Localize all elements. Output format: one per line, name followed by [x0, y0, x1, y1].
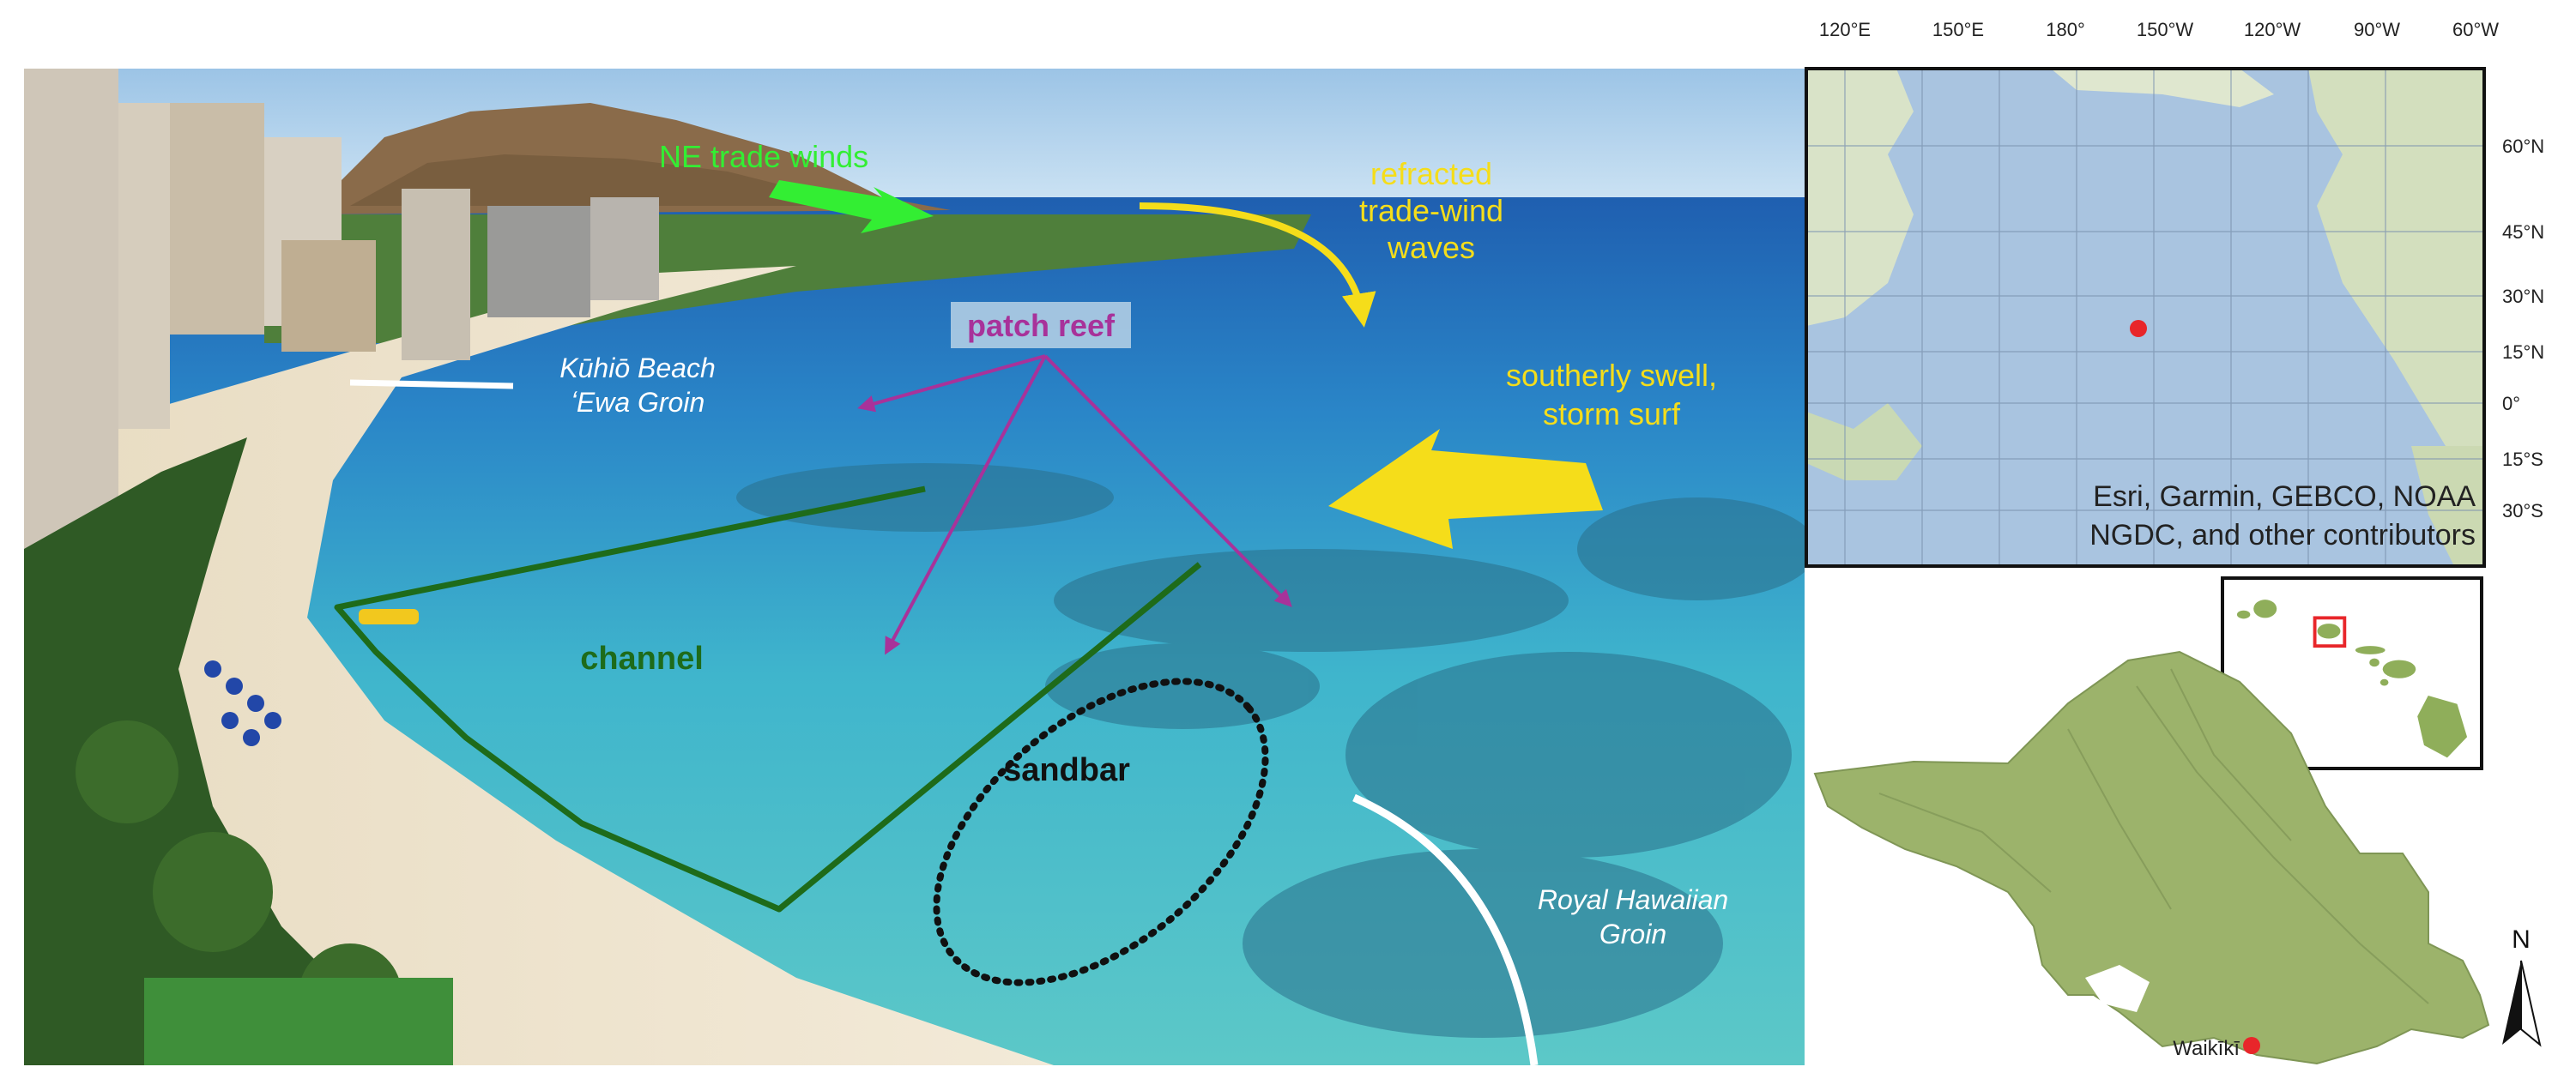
lat-label: 30°N	[2502, 286, 2544, 307]
oahu-landmass	[1813, 650, 2490, 1065]
label-ne-trade-winds: NE trade winds	[659, 139, 868, 174]
patch-reef-arrow-west	[857, 354, 1046, 413]
latitude-labels: 60°N 45°N 30°N 15°N 0° 15°S 30°S	[2502, 136, 2544, 521]
catamaran	[359, 609, 419, 624]
north-arrow: N	[2502, 925, 2542, 1047]
lat-label: 0°	[2502, 393, 2520, 414]
asia-landmass	[1806, 69, 1914, 326]
label-refracted-waves: refracted trade-wind waves	[1359, 156, 1503, 265]
sandbar-outline	[933, 678, 1269, 986]
beach-sand	[24, 266, 1054, 1065]
lon-label: 120°W	[2244, 19, 2301, 40]
longitude-labels: 120°E 150°E 180° 150°W 120°W 90°W 60°W	[1819, 19, 2499, 40]
reef-patches	[736, 463, 1805, 1038]
patch-reef-arrow-south	[885, 355, 1047, 655]
label-southerly-swell: southerly swell, storm surf	[1506, 358, 1717, 431]
lat-label: 15°S	[2502, 449, 2543, 470]
label-southerly-line1: southerly swell,	[1506, 358, 1717, 393]
lon-label: 180°	[2046, 19, 2085, 40]
label-royal-hawaiian-groin: Royal Hawaiian Groin	[1538, 884, 1728, 949]
map-frame: Esri, Garmin, GEBCO, NOAA NGDC, and othe…	[1805, 67, 2486, 568]
big-island	[2417, 696, 2468, 758]
label-kuhio-line1: Kūhiō Beach	[559, 353, 715, 383]
label-kuhio-groin: Kūhiō Beach ʻEwa Groin	[559, 353, 715, 418]
refracted-waves-arrow	[1139, 202, 1376, 328]
lon-label: 60°W	[2452, 19, 2499, 40]
lanai-island	[2369, 658, 2379, 667]
label-refracted-line2: trade-wind	[1359, 193, 1503, 228]
lat-label: 45°N	[2502, 221, 2544, 243]
north-arrow-light-half	[2520, 960, 2542, 1047]
label-channel: channel	[580, 641, 704, 677]
lat-label: 30°S	[2502, 500, 2543, 521]
label-royal-line2: Groin	[1599, 919, 1666, 949]
north-arrow-dark-half	[2502, 961, 2521, 1045]
lon-label: 120°E	[1819, 19, 1871, 40]
oahu-highlight-box	[2313, 616, 2347, 648]
maui-island	[2382, 660, 2416, 678]
oahu-relief-map: Waikīkī N	[1813, 650, 2542, 1065]
patch-reef-arrow-east	[1043, 354, 1292, 607]
label-ne-trade-winds-text: NE trade winds	[659, 139, 868, 174]
oahu-island	[2317, 624, 2341, 639]
attribution-line1: Esri, Garmin, GEBCO, NOAA	[2093, 480, 2476, 513]
channel-outline	[334, 485, 1202, 913]
hawaii-marker	[2130, 320, 2147, 337]
southerly-swell-arrow	[1328, 429, 1603, 549]
label-royal-line1: Royal Hawaiian	[1538, 884, 1728, 915]
crater-shadow	[350, 154, 865, 206]
label-refracted-line3: waves	[1387, 230, 1475, 265]
pacific-basemap: 120°E 150°E 180° 150°W 120°W 90°W 60°W	[1805, 19, 2544, 568]
label-refracted-line1: refracted	[1370, 156, 1492, 191]
graticule	[1806, 69, 2484, 566]
label-sandbar: sandbar	[1003, 752, 1130, 788]
trade-winds-arrow	[769, 180, 934, 233]
alaska-landmass	[2051, 69, 2274, 107]
label-patch-reef-text: patch reef	[967, 308, 1116, 343]
kahoolawe-island	[2379, 678, 2389, 686]
waikiki-marker	[2243, 1037, 2260, 1054]
waikiki-aerial-photo: NE trade winds refracted trade-wind wave…	[24, 69, 1805, 1065]
waikiki-label: Waikīkī	[2173, 1037, 2240, 1060]
royal-hawaiian-groin	[1352, 793, 1539, 1065]
label-patch-reef: patch reef	[951, 302, 1131, 348]
kauai-island	[2253, 600, 2277, 618]
hawaiian-islands	[2236, 600, 2468, 758]
label-kuhio-line2: ʻEwa Groin	[571, 387, 705, 418]
niihau-island	[2236, 610, 2251, 619]
indonesia-landmass	[1806, 403, 1922, 480]
pearl-harbor	[2085, 965, 2150, 1012]
label-southerly-line2: storm surf	[1543, 396, 1681, 431]
attribution-line2: NGDC, and other contributors	[2089, 519, 2476, 552]
oahu-relief-ridges	[1878, 668, 2429, 1004]
lon-label: 150°E	[1932, 19, 1984, 40]
south-america-landmass	[2411, 446, 2484, 566]
map-attribution: Esri, Garmin, GEBCO, NOAA NGDC, and othe…	[2089, 480, 2476, 552]
lon-label: 90°W	[2354, 19, 2400, 40]
beach-umbrellas	[204, 660, 281, 746]
lat-label: 15°N	[2502, 341, 2544, 363]
lat-label: 60°N	[2502, 136, 2544, 157]
kuhio-ewa-groin	[349, 379, 514, 389]
lon-label: 150°W	[2137, 19, 2194, 40]
molokai-island	[2355, 646, 2386, 654]
lawn	[144, 978, 453, 1065]
north-arrow-label: N	[2512, 925, 2531, 954]
